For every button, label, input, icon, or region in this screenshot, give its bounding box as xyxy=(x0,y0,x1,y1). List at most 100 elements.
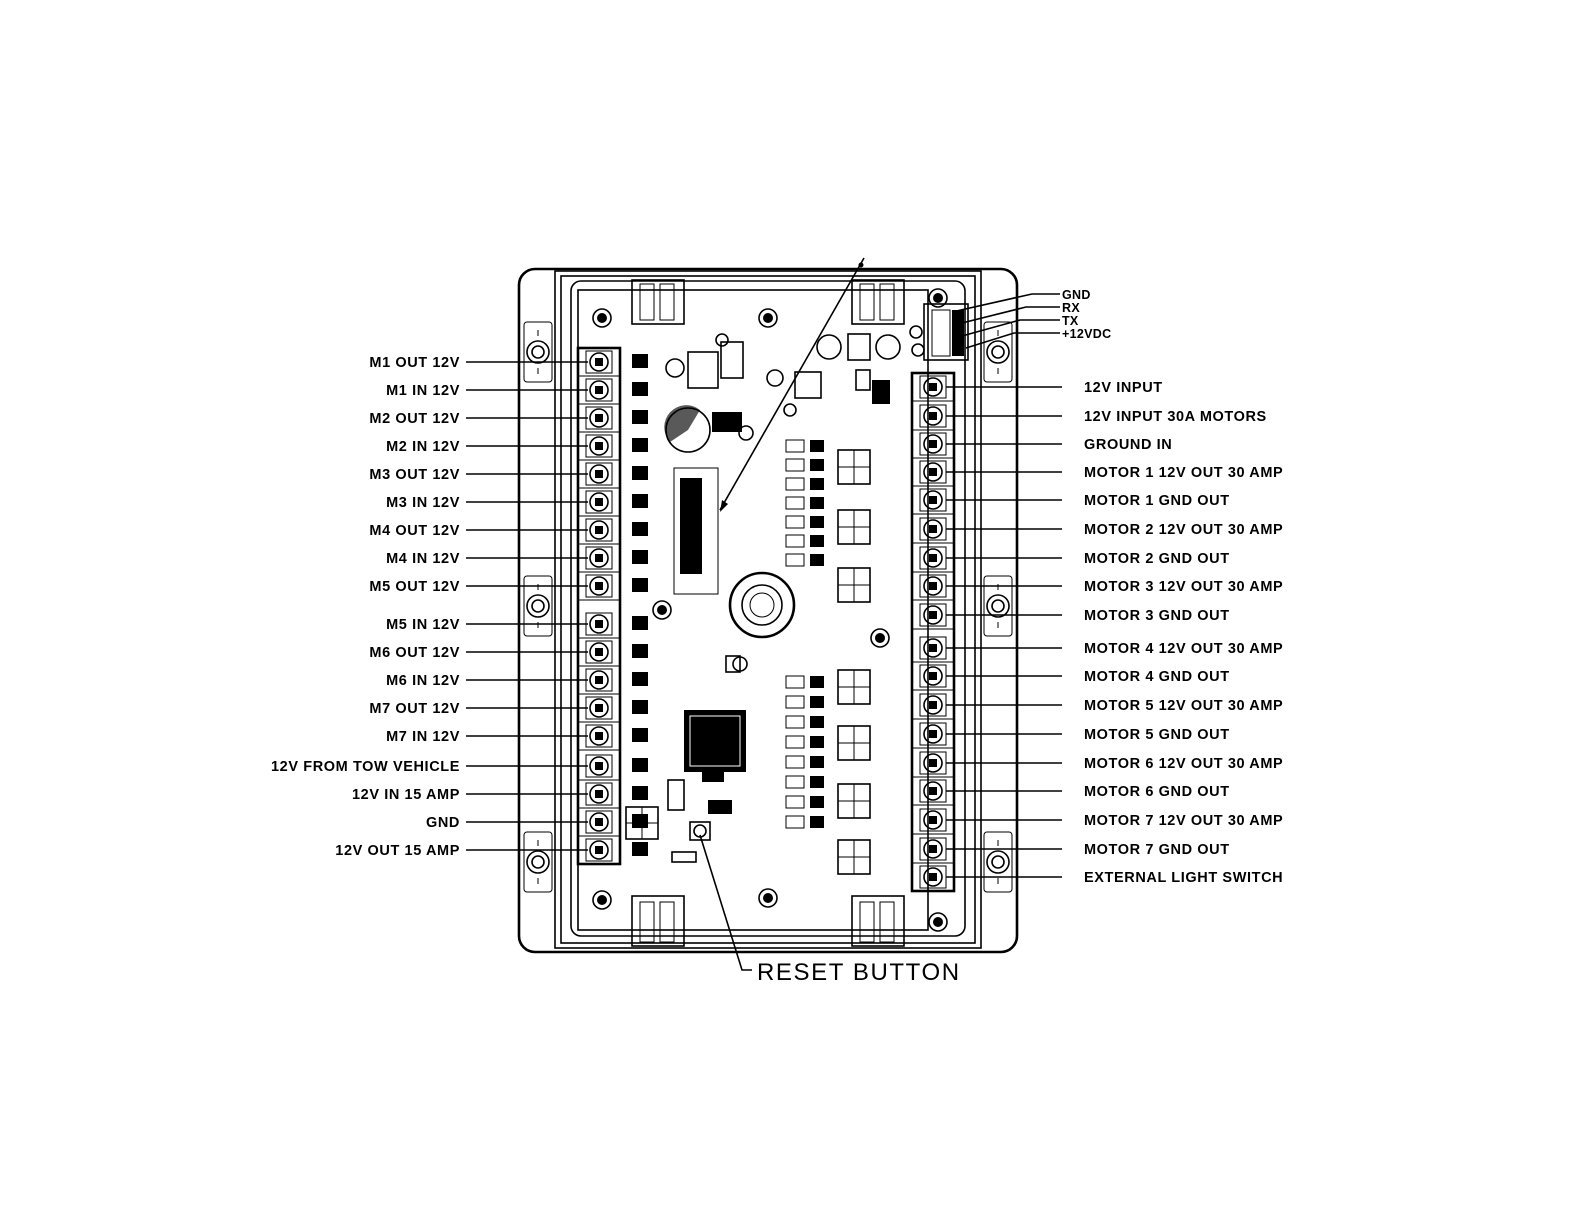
small-component xyxy=(810,554,824,566)
small-component xyxy=(785,815,805,829)
right-terminal-label: MOTOR 5 GND OUT xyxy=(1084,727,1230,743)
left-terminal-label: M6 OUT 12V xyxy=(369,645,460,661)
right-terminal-label: MOTOR 2 GND OUT xyxy=(1084,551,1230,567)
terminal-screw xyxy=(912,808,954,835)
terminal-screw xyxy=(912,664,954,691)
left-terminal-label: M1 OUT 12V xyxy=(369,355,460,371)
left-terminal-label: M4 OUT 12V xyxy=(369,523,460,539)
enclosure xyxy=(517,267,1019,954)
reset-button-callout: RESET BUTTON xyxy=(699,834,961,986)
right-terminal-label: 12V INPUT xyxy=(1084,380,1163,396)
small-component xyxy=(785,477,805,491)
connector-pad xyxy=(632,814,648,828)
small-component xyxy=(785,496,805,510)
circuit-board xyxy=(577,288,948,932)
terminal-screw xyxy=(912,517,954,544)
left-terminal-label: M1 IN 12V xyxy=(386,383,460,399)
terminal-screw xyxy=(578,574,620,601)
terminal-screw xyxy=(578,724,620,751)
reset-button-label: RESET BUTTON xyxy=(757,959,961,986)
terminal-screw xyxy=(578,668,620,695)
terminal-screw xyxy=(578,810,620,837)
connector-pad xyxy=(632,786,648,800)
left-terminal-label: M5 IN 12V xyxy=(386,617,460,633)
connector-pad xyxy=(632,700,648,714)
connector-pad xyxy=(632,616,648,630)
left-terminal-label: M3 OUT 12V xyxy=(369,467,460,483)
terminal-screw xyxy=(912,722,954,749)
serial-pin-label: RX xyxy=(1062,301,1080,315)
right-terminal-label: EXTERNAL LIGHT SWITCH xyxy=(1084,870,1283,886)
small-component xyxy=(810,776,824,788)
terminal-screw xyxy=(578,518,620,545)
terminal-screw xyxy=(912,693,954,720)
screw xyxy=(592,308,612,328)
left-terminal-label: M7 OUT 12V xyxy=(369,701,460,717)
terminal-screw xyxy=(912,460,954,487)
left-terminal-label: M6 IN 12V xyxy=(386,673,460,689)
small-component xyxy=(810,535,824,547)
terminal-screw xyxy=(578,612,620,639)
serial-pin-label: +12VDC xyxy=(1062,327,1111,341)
right-terminal-label: MOTOR 1 12V OUT 30 AMP xyxy=(1084,465,1283,481)
serial-pin-label: GND xyxy=(1062,288,1091,302)
terminal-screw xyxy=(578,640,620,667)
small-component xyxy=(785,553,805,567)
left-terminal-label: M3 IN 12V xyxy=(386,495,460,511)
terminal-screw xyxy=(578,754,620,781)
right-terminal-label: MOTOR 7 GND OUT xyxy=(1084,842,1230,858)
right-terminal-label: MOTOR 3 12V OUT 30 AMP xyxy=(1084,579,1283,595)
left-terminal-label: GND xyxy=(426,815,460,831)
terminal-screw xyxy=(578,378,620,405)
serial-leader-line xyxy=(961,319,1060,337)
small-component xyxy=(785,458,805,472)
mounting-ear xyxy=(983,831,1013,893)
microcontroller-chip xyxy=(684,710,746,772)
left-terminal-label: M5 OUT 12V xyxy=(369,579,460,595)
left-terminal-label: 12V IN 15 AMP xyxy=(352,787,460,803)
right-terminal-label: 12V INPUT 30A MOTORS xyxy=(1084,409,1267,425)
terminal-screw xyxy=(912,837,954,864)
left-terminal-label: M2 OUT 12V xyxy=(369,411,460,427)
terminal-screw xyxy=(578,838,620,865)
left-terminal-block xyxy=(576,346,648,866)
fuse-wheel xyxy=(728,571,796,639)
connector-pad xyxy=(632,410,648,424)
small-component xyxy=(810,459,824,471)
terminal-screw xyxy=(578,696,620,723)
small-component xyxy=(810,816,824,828)
screw xyxy=(928,912,948,932)
serial-leader-line xyxy=(951,293,1060,313)
terminal-screw xyxy=(578,434,620,461)
terminal-screw xyxy=(912,432,954,459)
screw xyxy=(758,888,778,908)
connector-pad xyxy=(632,842,648,856)
left-terminal-label: 12V FROM TOW VEHICLE xyxy=(271,759,460,775)
mounting-ear xyxy=(523,575,553,637)
terminal-screw xyxy=(912,779,954,806)
left-terminal-label: M2 IN 12V xyxy=(386,439,460,455)
right-terminal-label: MOTOR 2 12V OUT 30 AMP xyxy=(1084,522,1283,538)
serial-pin-label: TX xyxy=(1062,314,1079,328)
left-terminal-label: 12V OUT 15 AMP xyxy=(335,843,460,859)
right-terminal-label: MOTOR 4 GND OUT xyxy=(1084,669,1230,685)
mounting-ear xyxy=(983,321,1013,383)
relay xyxy=(837,783,871,819)
mounting-ear xyxy=(523,321,553,383)
terminal-screw xyxy=(912,603,954,630)
terminal-screw xyxy=(912,865,954,892)
right-terminal-label: MOTOR 6 GND OUT xyxy=(1084,784,1230,800)
connector-pad xyxy=(632,672,648,686)
terminal-screw xyxy=(578,406,620,433)
small-component xyxy=(785,775,805,789)
right-terminal-label: MOTOR 7 12V OUT 30 AMP xyxy=(1084,813,1283,829)
terminal-screw xyxy=(912,546,954,573)
small-component xyxy=(785,795,805,809)
serial-leader-line xyxy=(965,332,1060,349)
relay xyxy=(837,449,871,485)
small-component xyxy=(785,695,805,709)
screw xyxy=(652,600,672,620)
terminal-screw xyxy=(578,782,620,809)
right-terminal-label: GROUND IN xyxy=(1084,437,1172,453)
small-component xyxy=(810,756,824,768)
